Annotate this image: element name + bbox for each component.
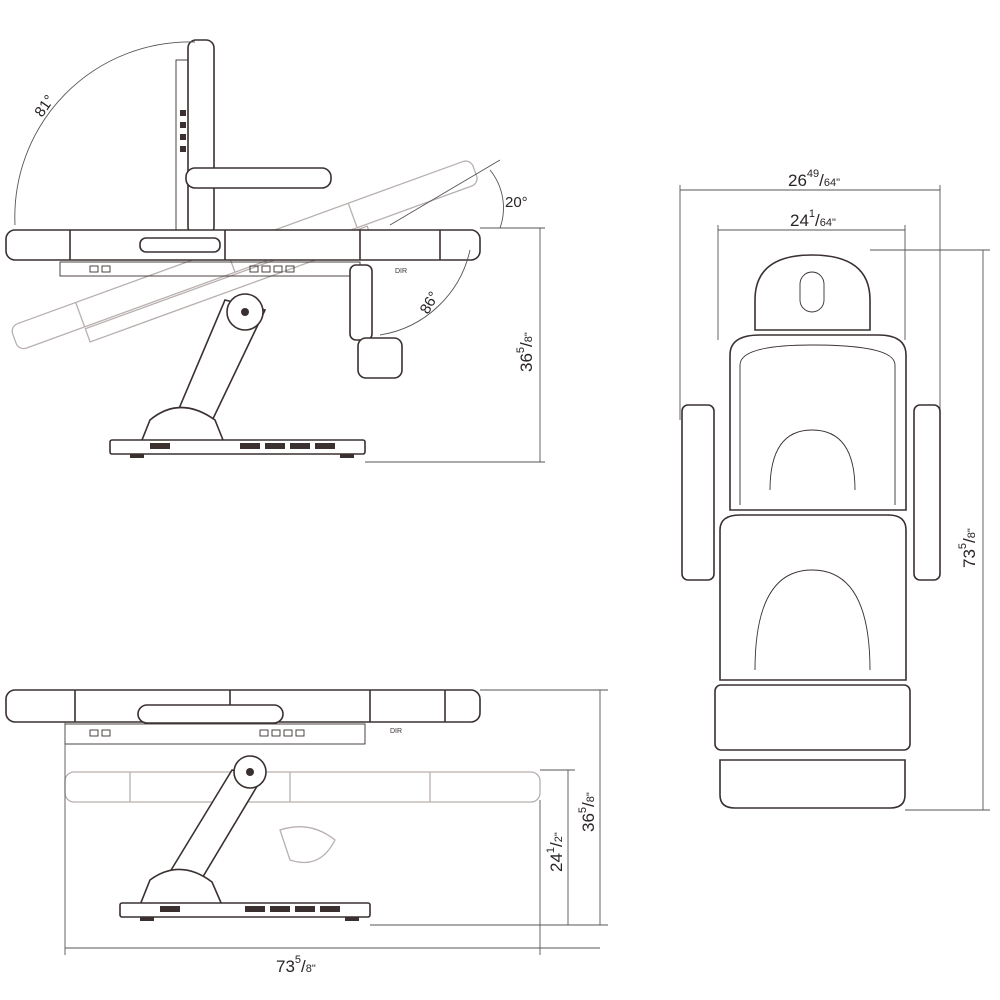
- flat-length-label: 735/8": [276, 954, 316, 976]
- tilt-angle-label: 20°: [505, 194, 528, 211]
- dir-label-top: DIR: [395, 268, 407, 275]
- dir-label-bottom: DIR: [390, 728, 402, 735]
- top-length-label: 735/8": [957, 528, 979, 568]
- max-height-label: 365/8": [577, 792, 598, 832]
- side-view-articulation: DIR 81° 20° 86° 365/8": [5, 39, 545, 463]
- side-view-height-range: DIR 241/2" 365/8" 735/8": [5, 689, 608, 976]
- footrest-top: [719, 759, 906, 809]
- overall-width-label: 2649/64": [788, 168, 840, 190]
- seat-buttons: [89, 265, 295, 273]
- backrest-angle-arc: [14, 41, 196, 226]
- armrest-flat: [137, 704, 284, 724]
- backrest-top: [729, 334, 907, 511]
- face-hole: [799, 271, 825, 313]
- seat-top: [719, 514, 907, 681]
- seat-flat: [5, 229, 481, 261]
- left-armrest: [681, 404, 715, 581]
- legrest-angle-label: 86°: [417, 289, 443, 317]
- ghost-low-chair: [64, 771, 541, 864]
- side-height-label: 365/8": [515, 332, 536, 372]
- backrest-upright: [187, 39, 215, 236]
- legrest-angle-arc: [379, 249, 471, 336]
- headrest: [754, 254, 871, 331]
- legrest-down: [349, 264, 373, 341]
- seat-buttons-bottom: [89, 729, 305, 737]
- base-pedals: [150, 443, 335, 449]
- min-height-label: 241/2": [545, 832, 566, 872]
- tilt-angle-arc: [489, 169, 504, 229]
- backrest-angle-label: 81°: [31, 92, 58, 120]
- legrest-top: [714, 684, 911, 751]
- seat-width-label: 241/64": [790, 208, 836, 230]
- base-pedals-bottom: [160, 906, 340, 912]
- top-view: 2649/64" 241/64" 735/8": [679, 168, 990, 811]
- armrest: [185, 167, 332, 189]
- backrest-buttons: [180, 110, 186, 152]
- right-armrest: [913, 404, 941, 581]
